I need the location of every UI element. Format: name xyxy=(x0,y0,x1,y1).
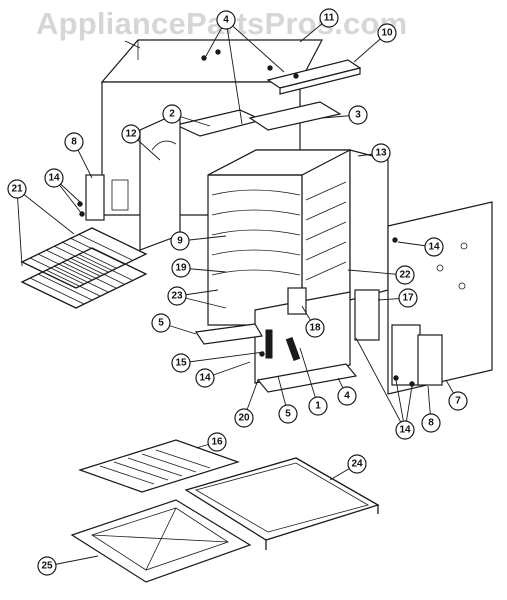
callout-5-left: 5 xyxy=(151,313,171,333)
callout-3: 3 xyxy=(348,105,368,125)
svg-text:10: 10 xyxy=(381,28,393,39)
callout-21: 21 xyxy=(7,179,27,199)
svg-text:9: 9 xyxy=(177,236,183,247)
oven-racks xyxy=(20,227,148,309)
callout-4-bottom: 4 xyxy=(337,386,357,406)
callout-10: 10 xyxy=(377,23,397,43)
svg-text:7: 7 xyxy=(455,396,461,407)
svg-text:18: 18 xyxy=(309,323,321,334)
callout-23: 23 xyxy=(167,286,187,306)
callout-18: 18 xyxy=(305,318,325,338)
screws xyxy=(77,49,415,387)
callout-4-top: 4 xyxy=(216,10,236,30)
svg-text:20: 20 xyxy=(238,413,250,424)
callout-7: 7 xyxy=(448,391,468,411)
right-brackets xyxy=(354,289,443,386)
callout-5-bottom: 5 xyxy=(278,404,298,424)
callout-12: 12 xyxy=(121,124,141,144)
svg-text:14: 14 xyxy=(48,173,60,184)
callout-24: 24 xyxy=(347,454,367,474)
callout-1: 1 xyxy=(308,396,328,416)
callout-8-left: 8 xyxy=(64,132,84,152)
svg-text:16: 16 xyxy=(211,437,223,448)
svg-text:11: 11 xyxy=(324,13,335,24)
callout-13: 13 xyxy=(371,143,391,163)
svg-text:2: 2 xyxy=(169,109,175,120)
callout-22: 22 xyxy=(395,265,415,285)
svg-text:4: 4 xyxy=(223,15,229,26)
callout-8-right: 8 xyxy=(421,413,441,433)
bottom-strips xyxy=(194,323,358,393)
broiler-pan xyxy=(70,499,252,583)
svg-text:19: 19 xyxy=(175,263,187,274)
svg-text:5: 5 xyxy=(285,409,291,420)
svg-text:13: 13 xyxy=(375,148,387,159)
svg-text:15: 15 xyxy=(175,358,187,369)
right-side-panel xyxy=(349,149,389,301)
callout-16: 16 xyxy=(207,432,227,452)
broiler-grid xyxy=(78,439,240,493)
svg-text:8: 8 xyxy=(71,137,77,148)
callout-14-right-bottom: 14 xyxy=(395,420,415,440)
svg-text:25: 25 xyxy=(41,561,53,572)
svg-text:8: 8 xyxy=(428,418,434,429)
left-side-panel xyxy=(139,111,181,251)
callout-2: 2 xyxy=(162,104,182,124)
callout-14-left: 14 xyxy=(44,168,64,188)
svg-text:14: 14 xyxy=(399,425,411,436)
svg-text:17: 17 xyxy=(402,293,414,304)
top-trim-piece xyxy=(266,59,362,95)
svg-text:24: 24 xyxy=(351,459,363,470)
callout-labels: 1 2 3 4 4 5 5 7 8 8 9 10 11 12 13 14 14 … xyxy=(7,8,468,576)
svg-text:21: 21 xyxy=(11,184,23,195)
svg-text:22: 22 xyxy=(399,270,411,281)
svg-text:12: 12 xyxy=(125,129,137,140)
svg-text:1: 1 xyxy=(315,401,321,412)
callout-9: 9 xyxy=(170,231,190,251)
slide-out-frame xyxy=(184,457,380,550)
callout-25: 25 xyxy=(37,556,57,576)
svg-text:14: 14 xyxy=(199,373,211,384)
svg-text:4: 4 xyxy=(344,391,350,402)
front-frame xyxy=(254,287,351,384)
callout-17: 17 xyxy=(398,288,418,308)
svg-text:3: 3 xyxy=(355,110,361,121)
svg-text:23: 23 xyxy=(171,291,183,302)
svg-text:5: 5 xyxy=(158,318,164,329)
left-bracket xyxy=(85,174,129,221)
callout-14-right-top: 14 xyxy=(424,237,444,257)
callout-19: 19 xyxy=(171,258,191,278)
callout-11: 11 xyxy=(319,8,339,28)
callout-15: 15 xyxy=(171,353,191,373)
oven-cavity xyxy=(207,149,351,326)
callout-14-center: 14 xyxy=(195,368,215,388)
callout-20: 20 xyxy=(234,408,254,428)
svg-text:14: 14 xyxy=(428,242,440,253)
